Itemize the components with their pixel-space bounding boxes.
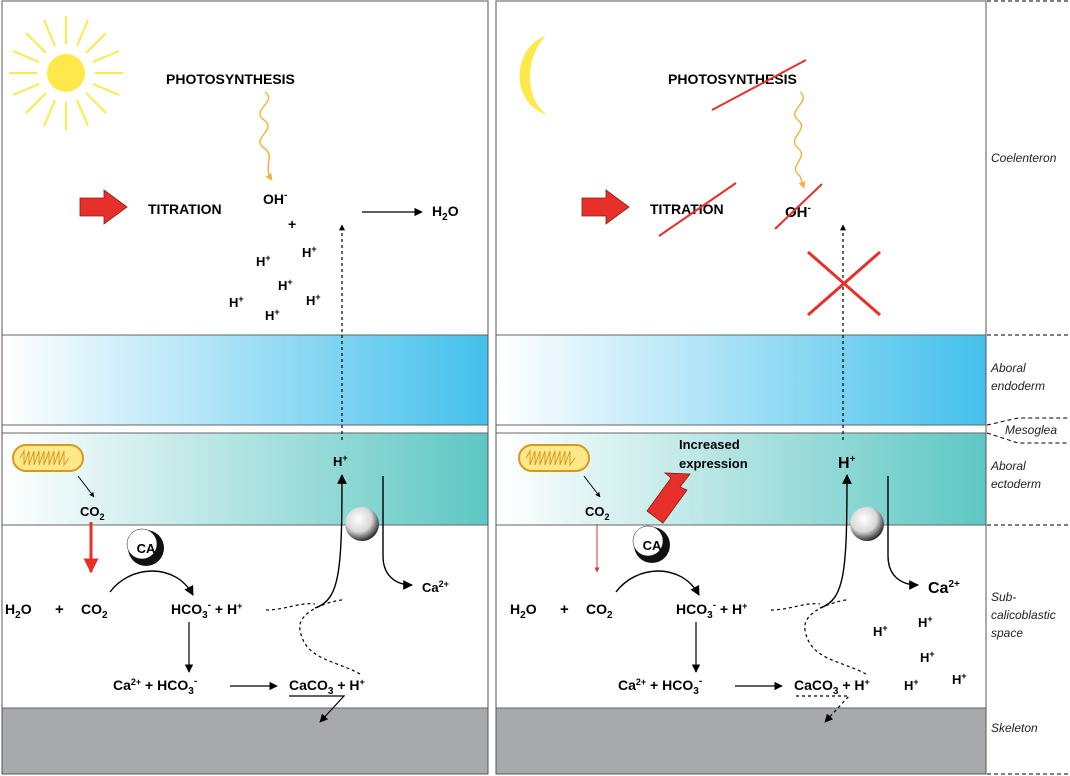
day-ectoderm-proton: H+ [333, 453, 348, 469]
day-bicarbonate: HCO3- + H+ [171, 600, 242, 621]
day-photon-wave [259, 91, 273, 181]
night-panel: PHOTOSYNTHESIS TITRATION OH- CO2 Increas… [495, 0, 987, 775]
day-calcium-out: Ca2+ [422, 579, 449, 595]
day-water-reactant: H2O [5, 601, 32, 621]
night-titration-label: TITRATION [650, 201, 724, 217]
night-photosynthesis-label: PHOTOSYNTHESIS [668, 71, 797, 87]
night-increased-expression-arrow-icon [646, 472, 691, 524]
day-hydroxide: OH- [263, 190, 287, 207]
layer-legend: Coelenteron Aboral endoderm Mesoglea Abo… [986, 0, 1068, 775]
day-ca-catalysis-arrow [109, 570, 194, 596]
day-reactant-plus: + [55, 601, 64, 618]
night-mito-arrow [583, 475, 601, 498]
night-ca-atpase-pump-icon [819, 474, 919, 609]
day-proton: H+ [278, 277, 293, 293]
day-deposition-arrow [289, 695, 346, 723]
night-blocked-cross-icon [807, 250, 881, 317]
night-hydroxide-strike [774, 183, 823, 230]
night-water-reactant: H2O [510, 601, 537, 621]
day-titration-arrow-icon [79, 189, 128, 225]
subcalicoblastic-label-1: Sub- [991, 590, 1016, 604]
day-mitochondrion-icon [12, 444, 84, 472]
day-carbonic-anhydrase-icon: CA [126, 528, 164, 566]
night-increased-label-1: Increased [679, 437, 740, 452]
night-proton: H+ [952, 671, 967, 687]
night-carbonic-anhydrase-icon: CA [632, 525, 670, 563]
night-photosynthesis-strike [711, 59, 807, 111]
night-skeleton-layer [496, 708, 986, 774]
night-photon-wave [793, 91, 806, 189]
night-calcium-carbonate: CaCO3 + H+ [794, 677, 870, 697]
day-proton-recycle-dashed [299, 599, 361, 675]
night-proton: H+ [904, 677, 919, 693]
night-ectoderm-proton: H+ [838, 454, 856, 472]
day-proton: H+ [229, 294, 244, 310]
day-skeleton-layer [2, 708, 488, 774]
day-proton-cloud: H+ H+ H+ H+ H+ H+ [229, 244, 321, 323]
aboral-endoderm-label-2: endoderm [991, 379, 1045, 393]
day-proton: H+ [302, 244, 317, 260]
subcalicoblastic-label-3: space [991, 626, 1023, 640]
sun-icon [9, 16, 123, 130]
day-ca-label: CA [137, 541, 156, 556]
night-co2-reactant: CO2 [586, 601, 613, 621]
day-mito-arrow [77, 475, 95, 498]
day-ca-atpase-pump-icon [314, 474, 413, 609]
day-co2-reactant: CO2 [81, 601, 108, 621]
aboral-endoderm-label-1: Aboral [990, 361, 1026, 375]
night-hydroxide: OH- [785, 203, 811, 221]
subcalicoblastic-label-2: calicoblastic [991, 608, 1056, 622]
night-ca-catalysis-arrow [615, 570, 700, 596]
day-photosynthesis-label: PHOTOSYNTHESIS [166, 71, 295, 87]
day-proton: H+ [306, 292, 321, 308]
day-titration-label: TITRATION [148, 201, 222, 217]
night-calcium-out: Ca2+ [928, 579, 960, 597]
day-proton: H+ [256, 253, 271, 269]
mesoglea-label: Mesoglea [1005, 423, 1057, 437]
night-proton-to-pump-dashed [770, 603, 821, 611]
day-mito-co2: CO2 [80, 504, 105, 522]
night-ca-label: CA [643, 538, 662, 553]
day-proton-to-pump-dashed [265, 603, 316, 611]
moon-icon [519, 36, 548, 115]
night-titration-arrow-icon [581, 189, 630, 225]
night-endoderm-layer [496, 335, 986, 425]
night-reactant-plus: + [560, 601, 569, 618]
day-panel: PHOTOSYNTHESIS TITRATION OH- + H2O H+ H+… [1, 0, 489, 775]
day-proton: H+ [265, 307, 280, 323]
night-proton-cloud: H+ H+ H+ H+ H+ [873, 614, 967, 693]
night-titration-strike [658, 182, 737, 237]
night-mitochondrion-icon [518, 444, 590, 472]
night-mito-co2: CO2 [585, 504, 610, 522]
night-proton: H+ [918, 614, 933, 630]
day-ectoderm-layer [2, 433, 488, 525]
night-proton: H+ [920, 649, 935, 665]
day-panel-border [1, 0, 489, 775]
coelenteron-label: Coelenteron [991, 151, 1057, 165]
night-calcium-bicarbonate: Ca2+ + HCO3- [618, 676, 702, 697]
night-proton: H+ [873, 623, 888, 639]
night-bicarbonate: HCO3- + H+ [676, 600, 747, 621]
day-plus: + [288, 216, 296, 232]
night-increased-label-2: expression [679, 456, 748, 471]
night-panel-border [495, 0, 987, 775]
day-water-product: H2O [432, 203, 459, 223]
night-proton-recycle-dashed [804, 599, 867, 675]
day-calcium-carbonate: CaCO3 + H+ [289, 677, 365, 697]
skeleton-label: Skeleton [991, 721, 1038, 735]
day-endoderm-layer [2, 335, 488, 425]
aboral-ectoderm-label-1: Aboral [990, 459, 1026, 473]
day-calcium-bicarbonate: Ca2+ + HCO3- [113, 676, 197, 697]
aboral-ectoderm-label-2: ectoderm [991, 477, 1041, 491]
